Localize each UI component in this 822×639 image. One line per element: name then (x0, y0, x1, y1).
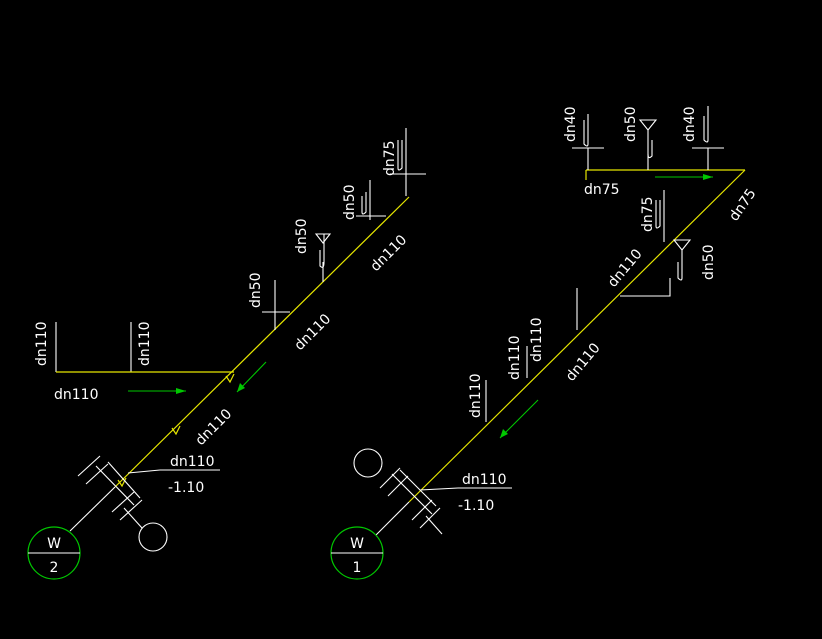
top-fixture-c (692, 106, 724, 170)
flow-arrow-diagonal (236, 361, 267, 393)
branch-a (262, 280, 290, 330)
branch-b-trap (314, 233, 332, 282)
label-diag-upper: dn110 (368, 232, 411, 275)
flow-arrow-diagonal-1 (499, 399, 539, 439)
top-fixture-b (638, 119, 658, 170)
flow-arrow-horizontal (128, 388, 186, 394)
inspection-well (138, 522, 168, 552)
marker-w1: W 1 (330, 526, 384, 580)
label-diag-mid: dn110 (292, 311, 335, 354)
branch-c (356, 180, 386, 220)
label-outlet-size: dn110 (462, 472, 506, 488)
marker-w2: W 2 (27, 526, 81, 580)
side-branch-a (655, 190, 665, 242)
flow-arrow-top (655, 174, 713, 180)
label-branch-c: dn50 (342, 184, 358, 220)
label-diag-lower: dn110 (193, 406, 236, 449)
label-riser-c: dn110 (529, 318, 545, 362)
label-outlet-elev: -1.10 (168, 480, 204, 496)
wall-penetration-lower (77, 455, 143, 529)
label-top-c: dn40 (682, 106, 698, 142)
label-branch-b: dn50 (701, 244, 717, 280)
label-riser-right: dn110 (137, 322, 153, 366)
outlet-pipe-1 (375, 501, 410, 536)
label-branch-b: dn50 (294, 218, 310, 254)
marker-number: 2 (50, 560, 59, 576)
label-riser-a: dn110 (468, 374, 484, 418)
label-horizontal: dn110 (54, 387, 98, 403)
top-fixture-a (572, 114, 604, 170)
system-2: W 2 dn110 dn110 dn110 dn110 dn110 dn110 … (27, 128, 426, 580)
label-diag-upper: dn110 (605, 246, 646, 290)
main-diagonal-pipe-1 (408, 169, 746, 503)
inspection-well-1 (353, 448, 383, 478)
label-top-pipe: dn75 (584, 182, 620, 198)
label-branch-a: dn75 (640, 196, 656, 232)
label-outlet-size: dn110 (170, 454, 214, 470)
label-branch-a: dn50 (248, 272, 264, 308)
label-top-b: dn50 (623, 106, 639, 142)
branch-d (390, 128, 426, 196)
main-diagonal-pipe (114, 196, 410, 488)
label-top-a: dn40 (563, 106, 579, 142)
side-branch-b-trap (620, 239, 692, 297)
wall-penetration-1 (379, 467, 443, 535)
label-riser-left: dn110 (34, 322, 50, 366)
marker-letter: W (47, 536, 61, 552)
marker-letter: W (350, 536, 364, 552)
marker-number: 1 (353, 560, 362, 576)
label-diag-top: dn75 (726, 186, 760, 224)
outlet-pipe (69, 486, 116, 532)
label-diag-mid: dn110 (563, 340, 604, 384)
label-riser-b: dn110 (507, 336, 523, 380)
label-branch-d: dn75 (382, 140, 398, 176)
label-outlet-elev: -1.10 (458, 498, 494, 514)
